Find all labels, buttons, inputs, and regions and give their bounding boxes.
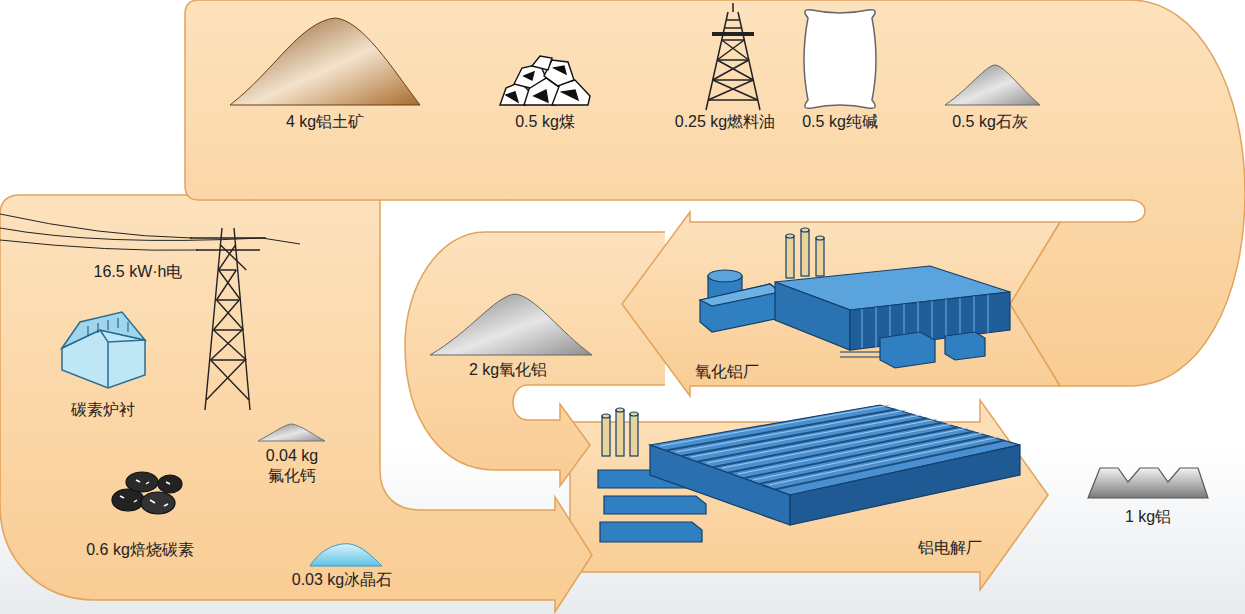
soda-sack [804,10,876,109]
alumina-band-edge [405,232,665,486]
lime-pile [945,65,1040,105]
item-label: 4 kg铝土矿 [286,112,364,132]
lining-icon [62,312,145,388]
power-line [0,214,300,250]
carbon-icon [112,472,182,514]
pylon [190,228,266,410]
coal-icon [500,56,590,105]
plant-arrow: 氧化铝厂 [620,218,1050,393]
plant-arrow [622,212,1060,396]
alumina-pile [430,294,592,355]
item-label: 16.5 kW·h电 [94,262,183,282]
fluorite-pile [258,424,325,441]
product-label: 1 kg铝 [1125,507,1171,527]
item-label: 0.5 kg石灰 [952,112,1028,132]
item-label: 0.5 kg煤 [515,112,575,132]
item-label: 2 kg氧化铝 [469,360,547,380]
item-label: 0.5 kg纯碱 [802,112,878,132]
alumina-band: 2 kg氧化铝 [405,228,570,470]
alumina-plant [700,228,1010,368]
aluminium-ingot [1088,468,1208,498]
item-label: 氧化铝厂 [695,362,759,382]
oil-derrick [706,3,760,110]
input-band: 16.5 kW·h电碳素炉衬 0.04 kg 氟化钙 0.6 kg焙烧碳素 0.03 … [0,195,400,614]
bauxite-pile [230,18,420,105]
item-label: 0.6 kg焙烧碳素 [86,540,194,560]
cryolite-pile [310,544,382,566]
plant-arrow [570,400,1048,590]
smelter-plant [598,405,1020,542]
item-label: 碳素炉衬 [71,400,135,420]
raw-material-band: 4 kg铝土矿 0.5 kg煤 0.25 kg燃料油 0.5 kg纯碱 0.5 kg石灰 [185,0,1130,200]
item-label: 0.25 kg燃料油 [675,112,775,132]
raw-band [185,0,1245,386]
item-label: 铝电解厂 [918,538,982,558]
plant-arrow: 铝电解厂 [575,400,1050,595]
item-label: 0.04 kg 氟化钙 [262,446,322,486]
alumina-band [405,232,665,486]
item-label: 0.03 kg冰晶石 [292,570,392,590]
